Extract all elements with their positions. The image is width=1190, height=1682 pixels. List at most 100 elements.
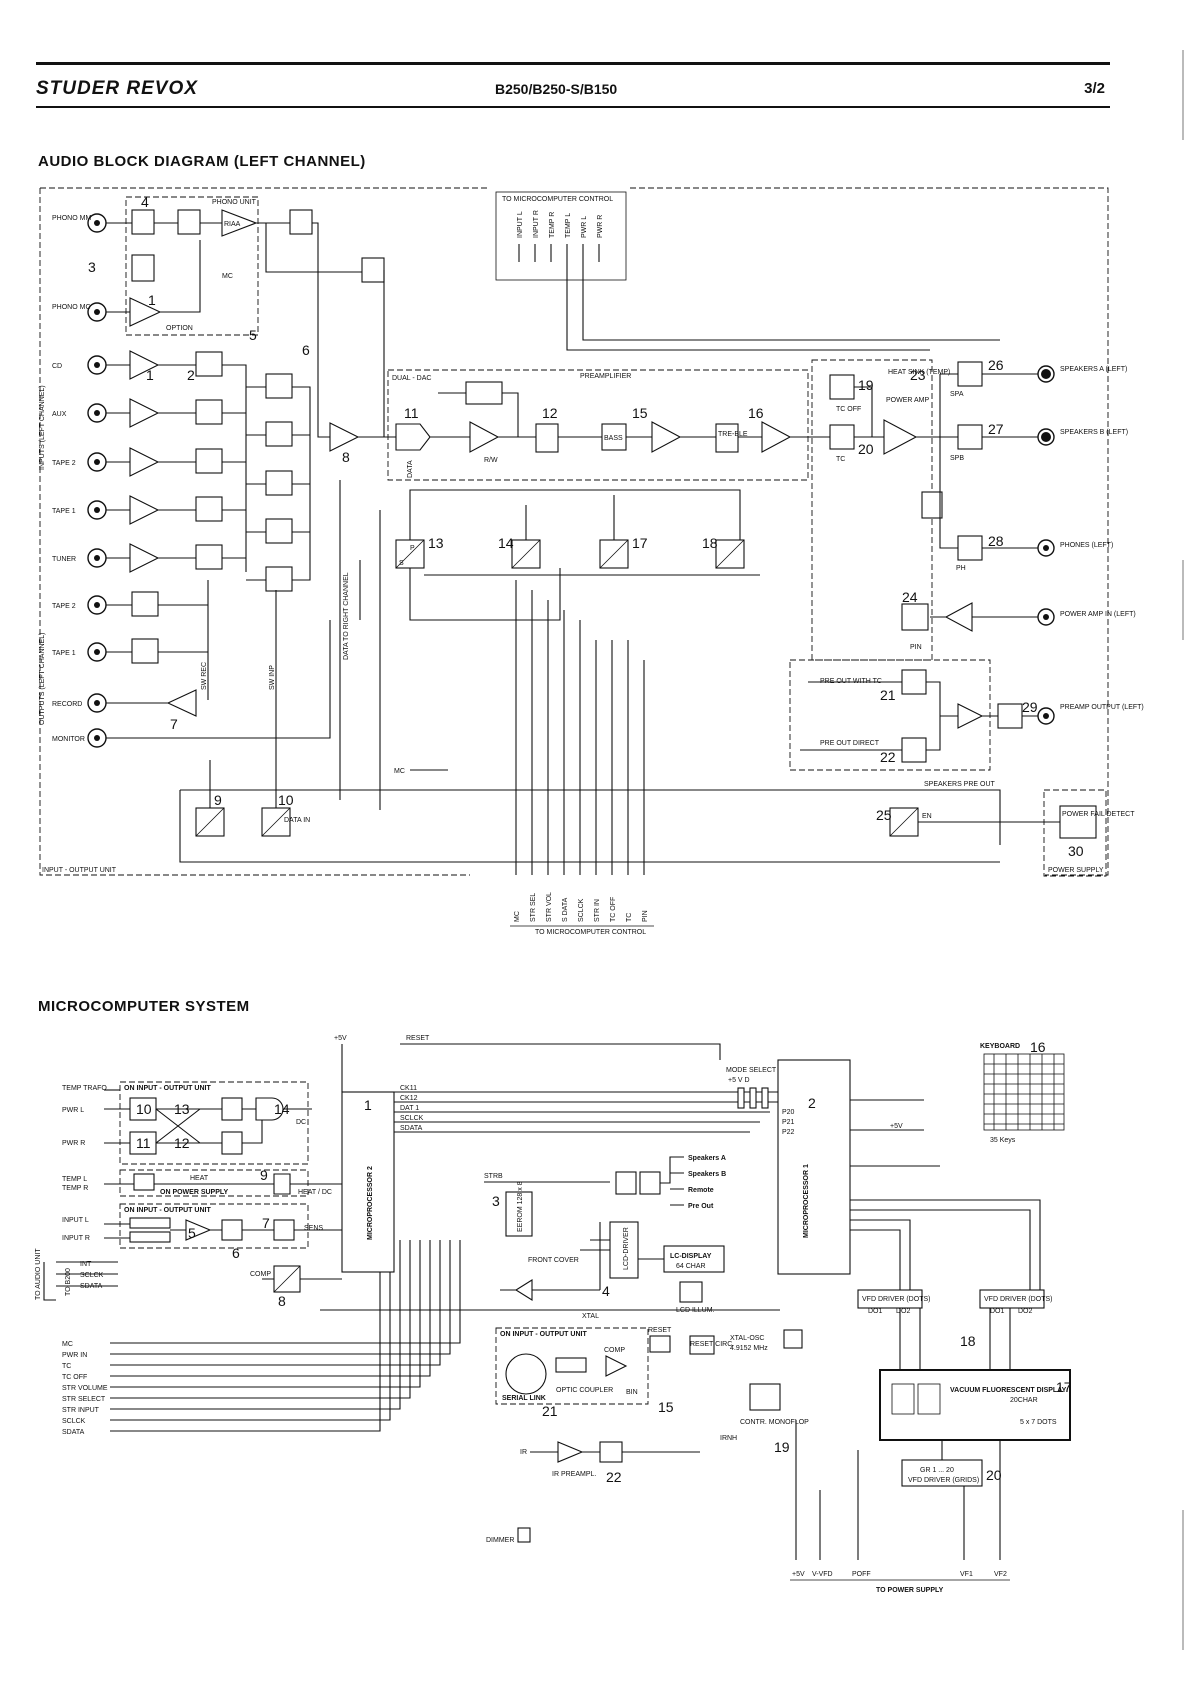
relay-pre-out: Pre Out (688, 1203, 714, 1210)
mref-6: 6 (232, 1245, 240, 1261)
heat-label: HEAT (190, 1175, 209, 1182)
treble-label: TRE-BLE (718, 431, 748, 438)
to-b200-label: TO B200 (65, 1268, 72, 1296)
bottom-signal-labels: MC STR SEL STR VOL S DATA SCLCK STR IN T… (514, 892, 649, 922)
mref-20: 20 (986, 1467, 1002, 1483)
scan-edge (1182, 1510, 1184, 1650)
ref-29: 29 (1022, 699, 1038, 715)
do1-label-2: DO1 (990, 1308, 1005, 1315)
preamp-output-label: PREAMP OUTPUT (LEFT) (1060, 704, 1144, 711)
bot-sig-tc: TC (626, 913, 633, 922)
comp-label: COMP (250, 1271, 271, 1278)
ls-input-r: INPUT R (62, 1235, 90, 1242)
ref-25: 25 (876, 807, 892, 823)
speakers-pre-out-label: SPEAKERS PRE OUT (924, 781, 996, 788)
bl-str-select: STR SELECT (62, 1396, 106, 1403)
ref-10: 10 (278, 792, 294, 808)
phono-unit-label: PHONO UNIT (212, 199, 257, 206)
lc-chars-label: 64 CHAR (676, 1263, 706, 1270)
ref-11: 11 (404, 405, 419, 421)
ref-20: 20 (858, 441, 874, 457)
to-micro-bottom: TO MICROCOMPUTER CONTROL (535, 929, 646, 936)
signal-input-l: INPUT L (517, 211, 524, 238)
ref-1b: 1 (146, 367, 154, 383)
micro-left-signals: TEMP TRAFO PWR L PWR R TEMP L TEMP R INP… (35, 1085, 107, 1300)
serial-link-label: SERIAL LINK (502, 1395, 546, 1402)
rail-5v: +5V (792, 1571, 805, 1578)
mref-17: 17 (1056, 1379, 1072, 1395)
audio-diagram: INPUT - OUTPUT UNIT POWER SUPPLY TO MICR… (39, 187, 1144, 936)
ref-21: 21 (880, 687, 896, 703)
bus-ck11: CK11 (400, 1085, 417, 1092)
ps-converters: DATA IN EN P S (195, 539, 932, 837)
signal-pwr-r: PWR R (597, 215, 604, 238)
bus-ck12: CK12 (400, 1095, 418, 1102)
bl-str-input: STR INPUT (62, 1407, 100, 1414)
xtal-freq-label: 4.9152 MHz (730, 1345, 768, 1352)
to-audio-label: TO AUDIO UNIT (35, 1248, 42, 1300)
riaa-label: RIAA (224, 221, 241, 228)
ref-15: 15 (632, 405, 648, 421)
bot-sig-sclck: SCLCK (578, 898, 585, 922)
bot-sig-mc: MC (514, 911, 521, 922)
p-label: P (410, 545, 415, 552)
input-labels: PHONO MM PHONO MC CD AUX TAPE 2 TAPE 1 T… (39, 215, 91, 743)
spa-label: SPA (950, 391, 964, 398)
bass-label: BASS (604, 435, 623, 442)
signal-temp-l: TEMP L (565, 213, 572, 238)
brand-logo: STUDER REVOX (36, 78, 198, 99)
rw-label: R/W (484, 457, 498, 464)
ref-4: 4 (141, 194, 149, 210)
input-phono-mm: PHONO MM (52, 215, 91, 222)
vfd-label: VACUUM FLUORESCENT DISPLAY (950, 1387, 1067, 1394)
output-tape1: TAPE 1 (52, 650, 76, 657)
on-io-label-3: ON INPUT - OUTPUT UNIT (500, 1331, 587, 1338)
mref-8: 8 (278, 1293, 286, 1309)
phones-label: PHONES (LEFT) (1060, 542, 1113, 549)
input-tape1: TAPE 1 (52, 508, 76, 515)
bottom-rails: +5V V-VFD POFF VF1 VF2 (792, 1571, 1007, 1578)
strb-label: STRB (484, 1173, 503, 1180)
keys-label: 35 Keys (990, 1137, 1016, 1144)
speakers-b-label: SPEAKERS B (LEFT) (1060, 429, 1128, 436)
input-switch-matrix (106, 222, 396, 592)
ir-label: IR (520, 1449, 527, 1456)
plus5v-k: +5V (890, 1123, 903, 1130)
on-io-label-1: ON INPUT - OUTPUT UNIT (124, 1085, 211, 1092)
en-label: EN (922, 813, 932, 820)
mref-11: 11 (136, 1135, 151, 1151)
outputs-group-label: OUTPUTS (LEFT CHANNEL) (39, 633, 46, 725)
mref-14: 14 (274, 1101, 290, 1117)
audio-section-title: AUDIO BLOCK DIAGRAM (LEFT CHANNEL) (38, 153, 366, 170)
output-record: RECORD (52, 701, 82, 708)
bot-sig-tc-off: TC OFF (610, 897, 617, 922)
bot-sig-str-sel: STR SEL (530, 893, 537, 922)
sw-inp-label: SW INP (269, 665, 276, 690)
input-aux: AUX (52, 411, 67, 418)
rail-vf1: VF1 (960, 1571, 973, 1578)
rail-vvfd: V-VFD (812, 1571, 833, 1578)
bl-tc: TC (62, 1363, 71, 1370)
mp2-bus-labels: CK11 CK12 DAT 1 SCLCK SDATA (400, 1085, 424, 1132)
mref-19: 19 (774, 1439, 790, 1455)
rail-vf2: VF2 (994, 1571, 1007, 1578)
bot-sig-str-vol: STR VOL (546, 892, 553, 922)
bl-mc: MC (62, 1341, 73, 1348)
vfd-grids-label: VFD DRIVER (GRIDS) (908, 1477, 979, 1484)
mref-4: 4 (602, 1283, 610, 1299)
data-in-label: DATA IN (284, 817, 310, 824)
bus-sclck: SCLCK (400, 1115, 424, 1122)
input-cd: CD (52, 363, 62, 370)
bot-sig-s-data: S DATA (562, 897, 569, 922)
mref-10: 10 (136, 1101, 152, 1117)
top-signal-labels: INPUT L INPUT R TEMP R TEMP L PWR L PWR … (517, 210, 604, 238)
do2-label-1: DO2 (896, 1308, 911, 1315)
grids-label: GR 1 ... 20 (920, 1467, 954, 1474)
power-amp-in-label: POWER AMP IN (LEFT) (1060, 611, 1136, 618)
on-ps-label: ON POWER SUPPLY (160, 1189, 229, 1196)
micro-bus-left: MC PWR IN TC TC OFF STR VOLUME STR SELEC… (62, 1341, 108, 1436)
header-rule-bottom (36, 106, 1110, 108)
mref-15: 15 (658, 1399, 674, 1415)
mref-22: 22 (606, 1469, 622, 1485)
